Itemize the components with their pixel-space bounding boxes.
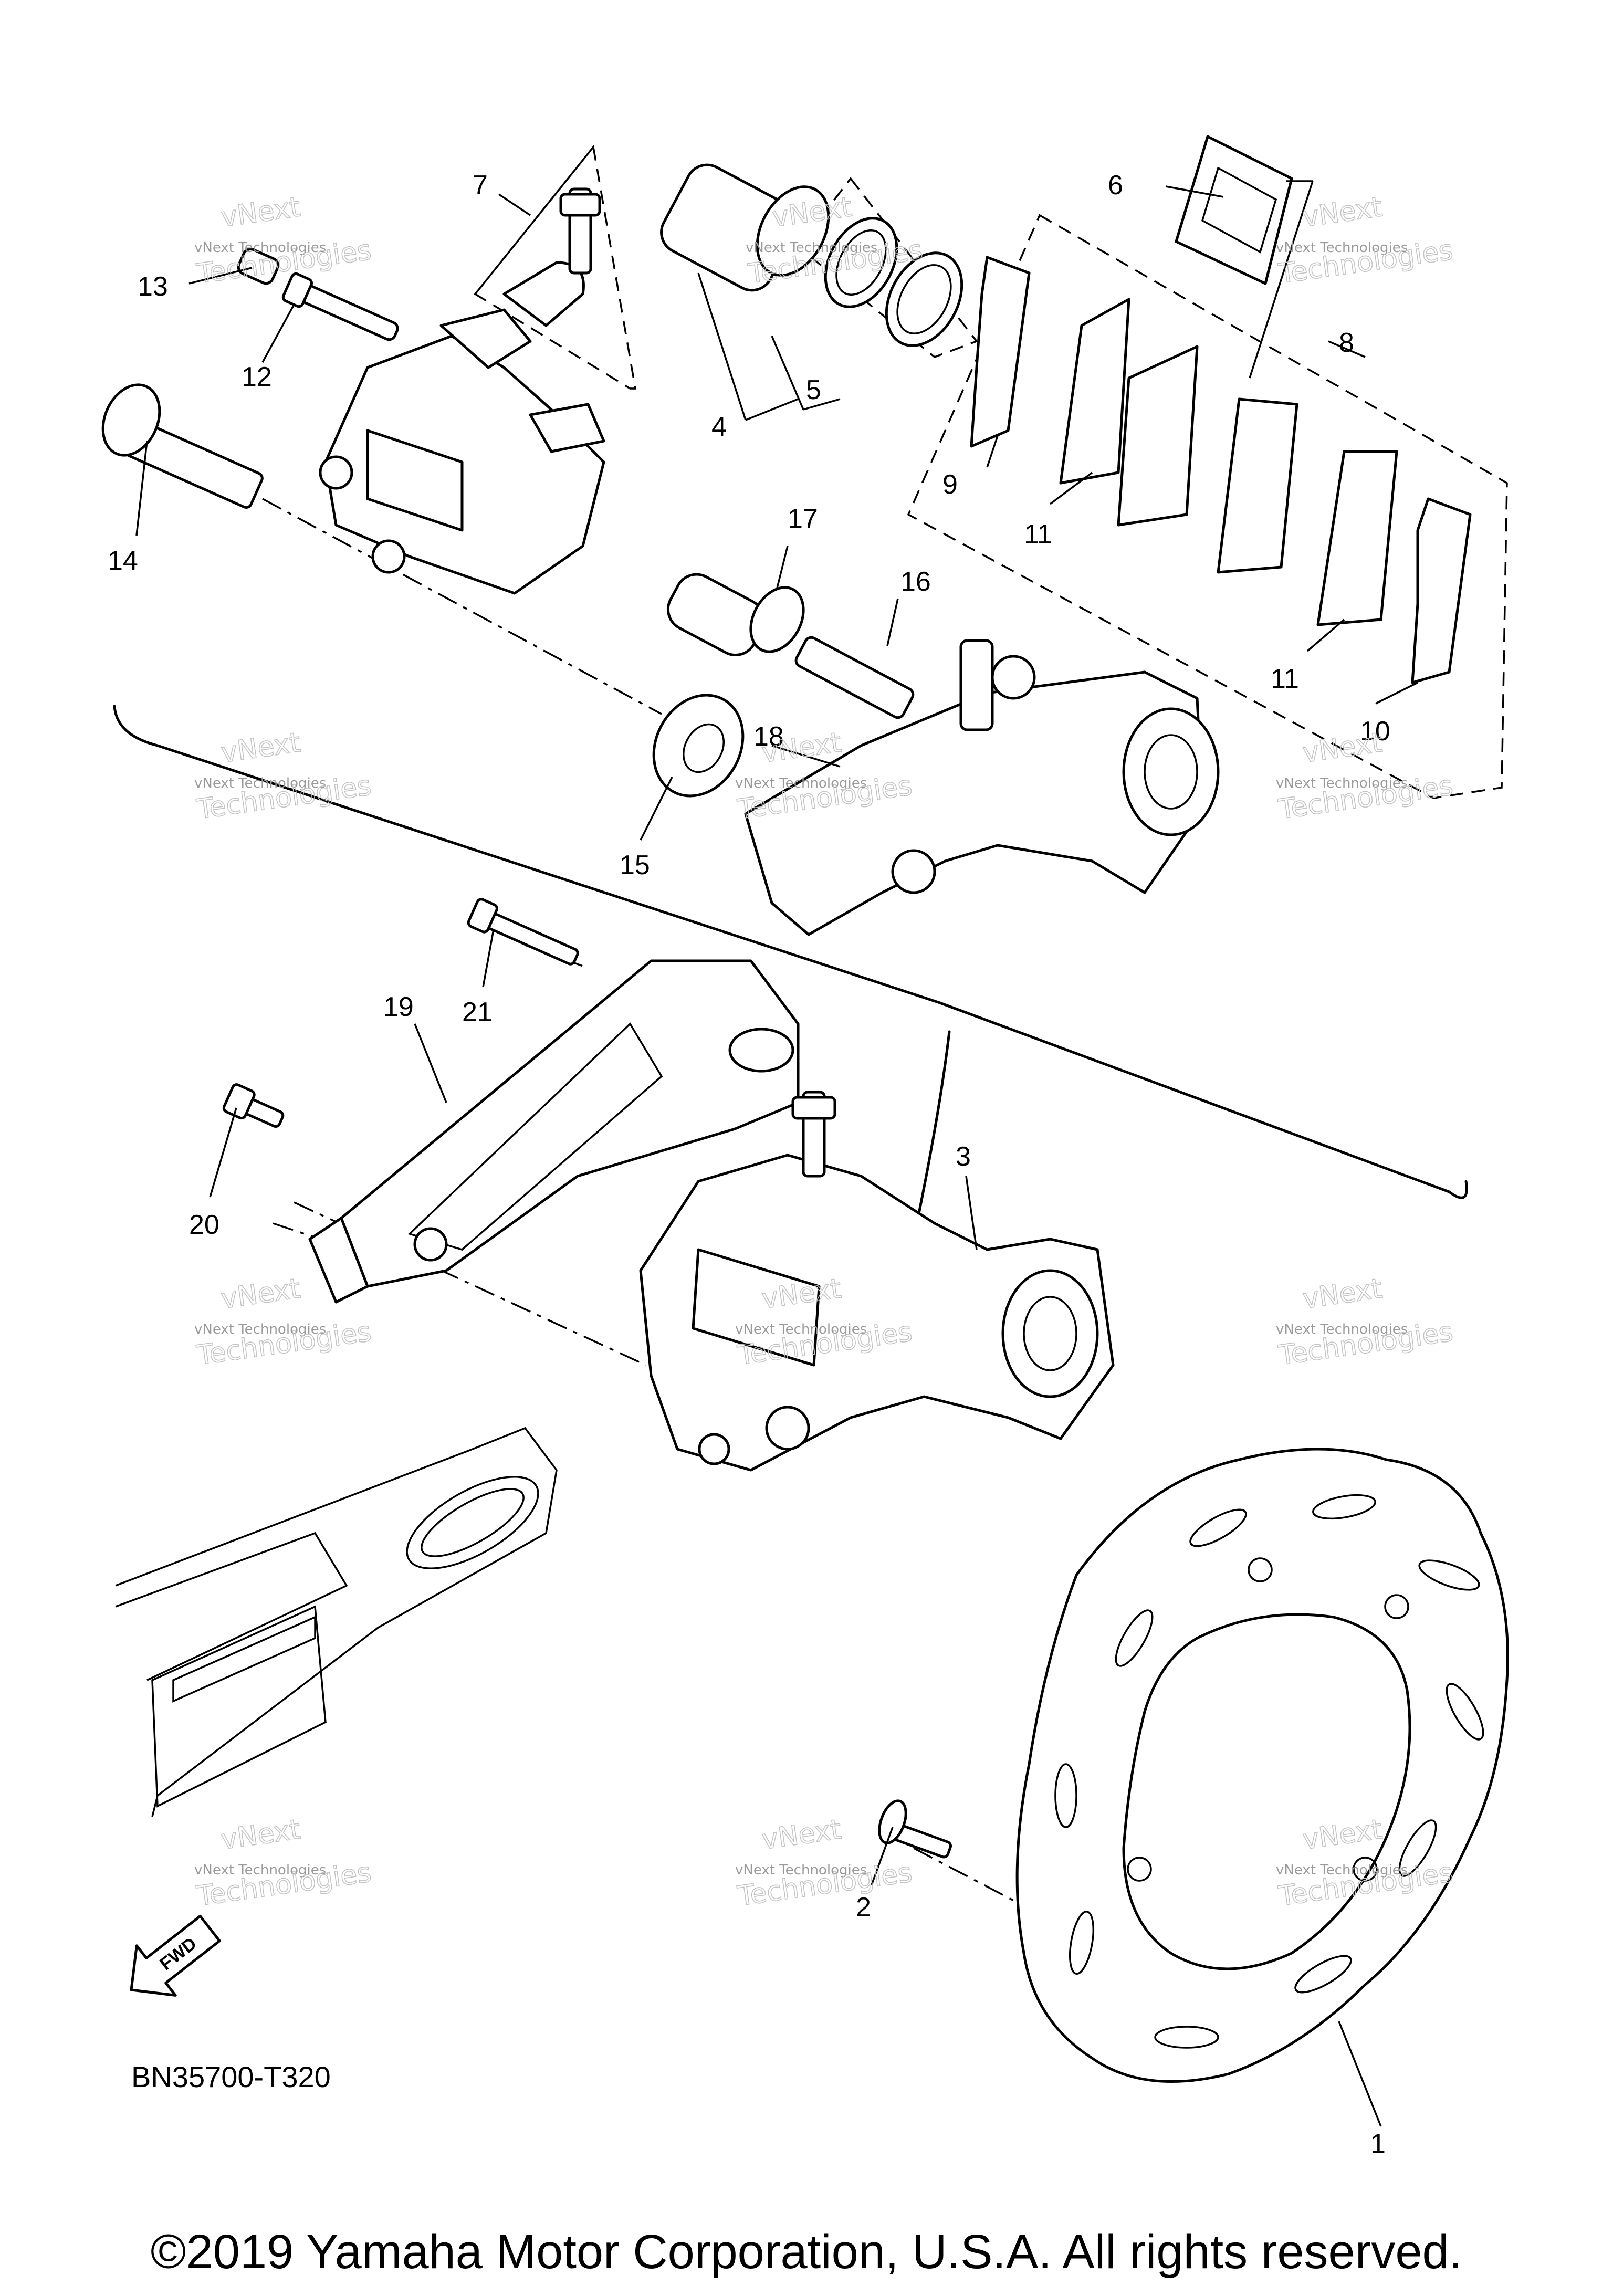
svg-text:vNext: vNext	[219, 727, 302, 769]
part-12-pin	[281, 272, 399, 341]
callout-11a: 11	[1024, 519, 1052, 550]
callout-2: 2	[856, 1892, 871, 1923]
svg-text:vNext Technologies: vNext Technologies	[735, 1862, 867, 1878]
svg-text:vNext Technologies: vNext Technologies	[194, 775, 326, 791]
part-9-shim	[970, 256, 1031, 448]
callout-6: 6	[1108, 170, 1123, 201]
fwd-arrow-icon: FWD	[130, 1914, 221, 1997]
part-5-seals	[824, 217, 963, 347]
part-6-pad-spring	[1175, 135, 1293, 285]
group-box-7	[474, 144, 637, 390]
callout-21: 21	[462, 997, 493, 1028]
part-18-caliper-bracket-upper	[744, 639, 1220, 936]
callout-14: 14	[108, 546, 138, 576]
svg-text:vNext: vNext	[219, 1273, 302, 1315]
leader-lines	[135, 180, 1418, 2127]
callout-10: 10	[1360, 716, 1390, 747]
svg-text:vNext Technologies: vNext Technologies	[735, 1322, 867, 1337]
svg-text:vNext Technologies: vNext Technologies	[1276, 1862, 1408, 1878]
callout-13: 13	[138, 271, 168, 302]
callout-7: 7	[473, 170, 488, 201]
svg-text:vNext Technologies: vNext Technologies	[1276, 240, 1408, 256]
axis-line-2	[294, 1201, 646, 1366]
part-14-slide-pin	[101, 383, 264, 509]
part-11-pad-rear	[1217, 397, 1398, 626]
callout-15: 15	[620, 850, 650, 880]
part-4-piston	[660, 163, 830, 292]
callout-5: 5	[806, 375, 821, 405]
swingarm-outline	[115, 1427, 558, 1817]
part-20-bolt	[222, 1083, 285, 1128]
callout-16: 16	[900, 567, 931, 597]
part-15-bushing	[652, 694, 745, 798]
svg-text:vNext Technologies: vNext Technologies	[746, 240, 877, 256]
part-10-shim	[1411, 497, 1472, 684]
callout-17: 17	[788, 504, 818, 534]
part-21-bolt	[467, 898, 579, 966]
assembly-bracket-line	[113, 705, 1468, 1199]
part-1-brake-disc	[1015, 1448, 1509, 2083]
copyright-notice: ©2019 Yamaha Motor Corporation, U.S.A. A…	[151, 2225, 1462, 2279]
svg-text:vNext Technologies: vNext Technologies	[735, 775, 867, 791]
part-19-bracket-arm	[308, 959, 800, 1304]
callout-8: 8	[1339, 328, 1354, 358]
svg-text:vNext: vNext	[760, 1813, 843, 1856]
group-box-8	[907, 214, 1508, 799]
callout-3: 3	[956, 1141, 971, 1172]
part-16-pin	[794, 636, 915, 719]
svg-text:vNext Technologies: vNext Technologies	[194, 1862, 326, 1878]
callout-19: 19	[383, 992, 414, 1022]
part-13-cap	[237, 247, 279, 285]
part-11-pad-front	[1059, 298, 1199, 527]
callout-1: 1	[1370, 2129, 1386, 2159]
part-7-bleed-valve	[502, 187, 601, 327]
callouts: 1 2 3 4 5 6 7 8 9 10 11 11 12 13 14 15 1…	[108, 170, 1390, 2159]
axis-line-1	[262, 498, 662, 715]
callout-11b: 11	[1271, 664, 1299, 694]
svg-text:vNext Technologies: vNext Technologies	[1276, 775, 1408, 791]
callout-20: 20	[189, 1210, 219, 1240]
callout-18: 18	[753, 721, 784, 752]
part-caliper-body-upper	[319, 308, 605, 595]
part-2-disc-bolt	[878, 1799, 952, 1859]
callout-12: 12	[242, 362, 272, 392]
svg-text:vNext: vNext	[219, 191, 302, 234]
svg-text:vNext Technologies: vNext Technologies	[194, 240, 326, 256]
svg-text:vNext: vNext	[1301, 191, 1384, 234]
svg-text:vNext: vNext	[1301, 1273, 1384, 1315]
assembly-bracket-tick	[912, 1030, 951, 1241]
diagram-code: BN35700-T320	[131, 2060, 331, 2093]
svg-text:vNext Technologies: vNext Technologies	[194, 1322, 326, 1337]
svg-text:vNext: vNext	[219, 1813, 302, 1856]
callout-4: 4	[711, 412, 727, 442]
callout-9: 9	[942, 469, 958, 500]
part-3-caliper-assembly	[639, 1091, 1115, 1472]
svg-text:vNext Technologies: vNext Technologies	[1276, 1322, 1408, 1337]
part-17-bushing	[666, 573, 805, 657]
